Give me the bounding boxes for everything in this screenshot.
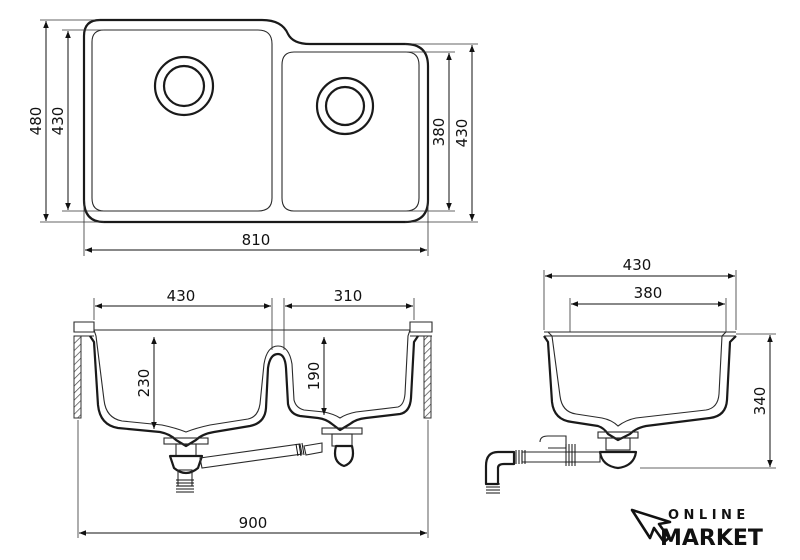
front-left-width-label: 430 xyxy=(167,287,196,305)
front-sink-inner-profile xyxy=(93,329,411,433)
top-height-outer-label: 480 xyxy=(27,107,45,136)
top-view-left-bowl xyxy=(91,29,273,212)
top-view-right-bowl xyxy=(281,51,420,212)
front-hose-thread xyxy=(295,442,305,457)
top-view-left-drain-outer xyxy=(153,55,215,117)
side-sink-outer-profile xyxy=(543,335,737,442)
top-view-right-drain-inner xyxy=(324,85,366,127)
side-elbow-outlet xyxy=(484,450,516,486)
side-view: 430 380 340 xyxy=(484,256,776,494)
side-overflow-connector xyxy=(539,435,567,449)
side-outer-width-label: 430 xyxy=(623,256,652,274)
online-market-logo: ONLINE MARKET xyxy=(630,508,763,551)
top-view-right-drain-outer xyxy=(315,76,375,136)
front-counter-right xyxy=(409,321,433,333)
top-height-left-bowl-label: 430 xyxy=(49,107,67,136)
front-left-depth-label: 230 xyxy=(135,369,153,398)
side-drain-body xyxy=(605,437,631,451)
front-left-drain-flange xyxy=(163,437,209,445)
top-width-label: 810 xyxy=(242,231,271,249)
side-height-label: 340 xyxy=(751,387,769,416)
top-height-right-outer-label: 430 xyxy=(453,119,471,148)
front-view: 430 310 230 190 900 xyxy=(73,287,433,538)
logo-line2: MARKET xyxy=(660,526,763,551)
front-right-trap xyxy=(333,444,355,468)
side-pipe-thread-right xyxy=(565,444,576,466)
front-left-outlet-thread xyxy=(176,479,194,493)
front-hose-connector xyxy=(303,442,323,456)
logo-line1: ONLINE xyxy=(668,508,750,523)
top-height-right-bowl-label: 380 xyxy=(430,118,448,147)
side-horizontal-pipe xyxy=(521,451,601,463)
front-sink-outer-profile xyxy=(89,335,419,448)
top-view: 480 430 380 430 810 xyxy=(27,18,478,256)
side-inner-width-label: 380 xyxy=(634,284,663,302)
top-view-left-drain-inner xyxy=(162,64,206,108)
side-pipe-thread-left xyxy=(515,450,526,464)
front-connecting-hose xyxy=(199,443,303,469)
front-right-width-label: 310 xyxy=(334,287,363,305)
front-counter-left xyxy=(73,321,95,333)
side-trap xyxy=(598,450,638,470)
front-left-trap xyxy=(168,454,204,475)
front-right-drain-body xyxy=(331,433,353,447)
side-outlet-thread xyxy=(486,483,500,494)
front-cabinet-wall-left xyxy=(73,335,82,419)
top-view-outline xyxy=(82,18,430,224)
front-cabinet-wall-right xyxy=(423,335,432,419)
side-sink-inner-profile xyxy=(547,331,727,427)
front-total-width-label: 900 xyxy=(239,514,268,532)
cursor-arrow-icon xyxy=(630,508,672,544)
front-right-depth-label: 190 xyxy=(305,362,323,391)
